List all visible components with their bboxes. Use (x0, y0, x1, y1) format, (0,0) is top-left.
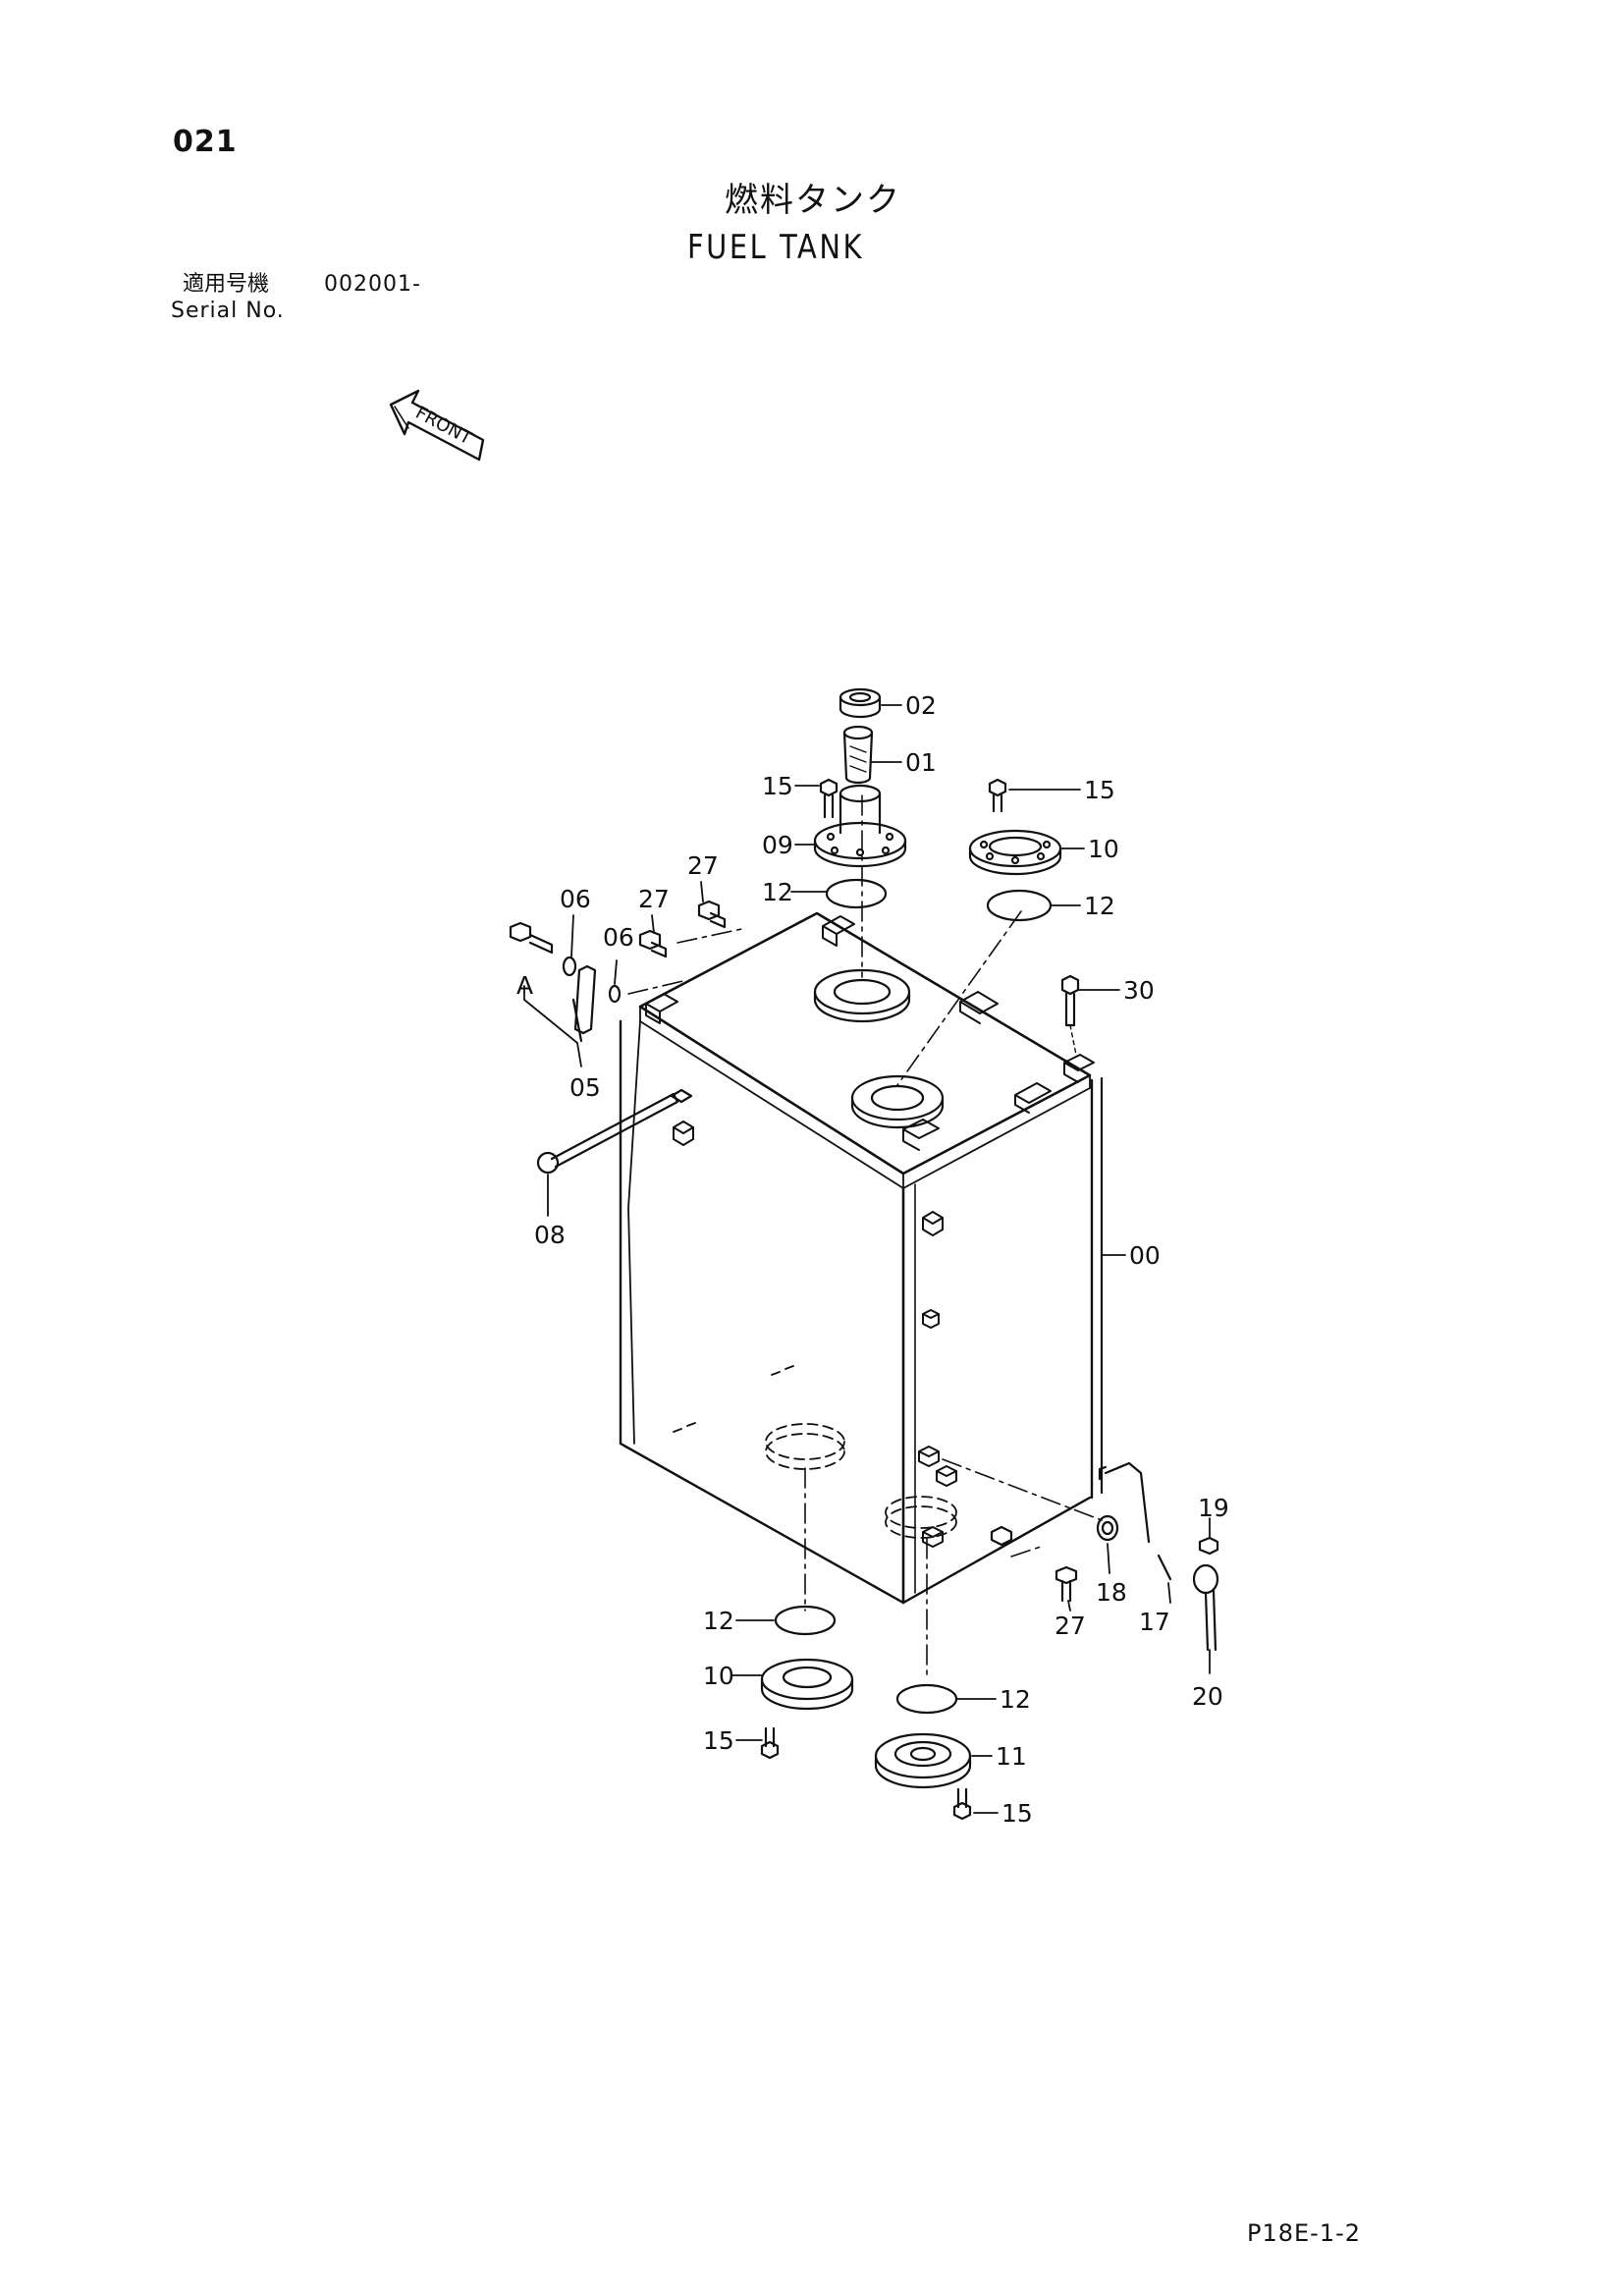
callout-17: 17 (1139, 1608, 1170, 1636)
callout-12-top-left: 12 (762, 878, 793, 906)
callout-10-bottom: 10 (703, 1662, 734, 1690)
serial-number-value: 002001- (324, 272, 421, 297)
callout-leader-lines (523, 704, 1211, 1814)
callout-11: 11 (996, 1742, 1027, 1771)
part-08-bolt (536, 1088, 693, 1175)
callout-19: 19 (1198, 1494, 1229, 1522)
part-10-bottom-cover (760, 1658, 854, 1711)
part-20-drain-hose (1192, 1563, 1219, 1652)
page-number: 021 (173, 125, 238, 159)
callout-15-bottom-right: 15 (1001, 1799, 1033, 1828)
callout-27-mid: 27 (638, 885, 670, 913)
part-15-bolts-bottom (760, 1726, 972, 1821)
callout-27-bottom: 27 (1055, 1612, 1086, 1640)
tank-mounting-blocks (645, 915, 1095, 1548)
callout-labels: 02 01 15 15 09 10 12 12 30 00 27 27 06 0… (516, 691, 1229, 1828)
callout-27-top: 27 (687, 851, 719, 880)
document-code: P18E-1-2 (1247, 2219, 1362, 2247)
part-06-washers (562, 956, 622, 1004)
front-direction-arrow: FRONT (389, 389, 485, 462)
callout-06-right: 06 (603, 923, 634, 952)
callout-15-top-left: 15 (762, 772, 793, 800)
part-02-cap (839, 687, 882, 719)
part-27-plugs-top (638, 900, 727, 958)
callout-12-top-right: 12 (1084, 892, 1115, 920)
callout-18: 18 (1096, 1578, 1127, 1607)
callout-15-bottom-left: 15 (703, 1726, 734, 1755)
serial-label-japanese: 適用号機 (183, 272, 270, 297)
part-30-bolt (1060, 974, 1080, 1056)
part-27-plug-bottom (990, 1525, 1078, 1603)
part-05-bracket (571, 964, 597, 1043)
callout-01: 01 (905, 748, 937, 777)
tank-bottom-openings (673, 1365, 957, 1539)
part-01-strainer (842, 725, 874, 785)
callout-30: 30 (1123, 976, 1155, 1005)
part-18-drain-valve (1096, 1514, 1119, 1542)
callout-08: 08 (534, 1221, 566, 1249)
serial-label-english: Serial No. (171, 299, 285, 323)
fuel-tank-body (619, 911, 1104, 1605)
callout-02: 02 (905, 691, 937, 720)
callout-15-top-right: 15 (1084, 776, 1115, 804)
callout-20: 20 (1192, 1682, 1223, 1711)
callout-06-left: 06 (560, 885, 591, 913)
front-arrow-label: FRONT (412, 403, 476, 450)
part-09-filler-neck (813, 784, 907, 868)
callout-A: A (516, 971, 533, 1000)
callout-00: 00 (1129, 1241, 1161, 1270)
part-11-drain-cover (874, 1732, 972, 1789)
part-bolt-A (509, 921, 554, 955)
callout-12-bottom-left: 12 (703, 1607, 734, 1635)
title-japanese: 燃料タンク (725, 181, 901, 220)
part-19-bolt (1198, 1536, 1219, 1556)
part-17-drain-pipe (1098, 1461, 1172, 1581)
part-15-bolts-top (819, 778, 1007, 819)
callout-05: 05 (569, 1073, 601, 1102)
callout-12-bottom-right: 12 (1000, 1685, 1031, 1714)
title-english: FUEL TANK (687, 228, 865, 267)
callout-10-top: 10 (1088, 835, 1119, 863)
part-10-top-cover (968, 829, 1062, 876)
tank-top-openings (813, 968, 945, 1129)
part-12-gaskets-top (825, 878, 1053, 922)
callout-09: 09 (762, 831, 793, 859)
